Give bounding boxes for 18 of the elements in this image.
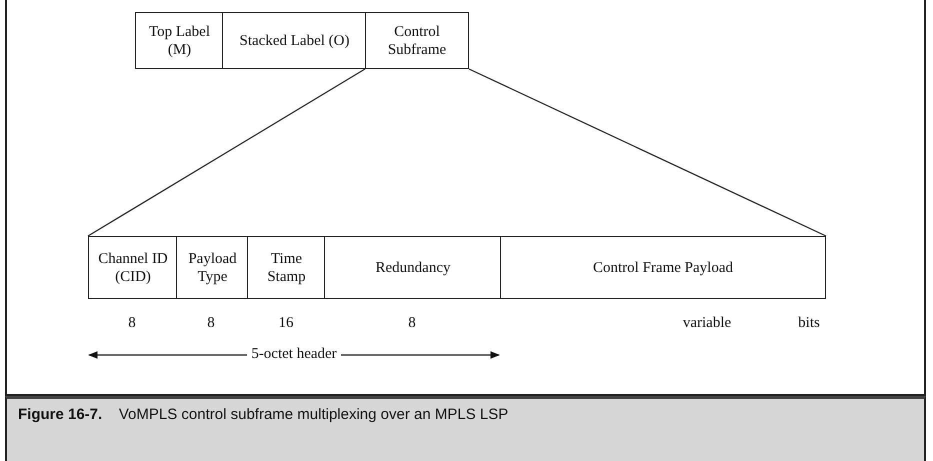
expansion-line <box>88 68 366 237</box>
field-cell: Control Subframe <box>365 12 469 69</box>
field-cell: Stacked Label (O) <box>222 12 367 69</box>
bit-width-label: bits <box>798 315 820 332</box>
bit-width-label: 16 <box>278 315 294 332</box>
bit-width-label: variable <box>682 315 732 332</box>
expansion-line <box>468 68 826 237</box>
bit-width-label: 8 <box>408 315 416 332</box>
field-cell: Top Label (M) <box>135 12 224 69</box>
dimension-label: 5-octet header <box>251 346 337 363</box>
field-cell: Redundancy <box>324 236 502 299</box>
figure-caption: Figure 16-7. VoMPLS control subframe multiplexing over an MPLS LSP <box>18 406 508 423</box>
bit-width-label: 8 <box>128 315 136 332</box>
field-cell: Control Frame Payload <box>500 236 826 299</box>
bit-width-label: 8 <box>207 315 215 332</box>
field-cell: Payload Type <box>176 236 249 299</box>
field-cell: Channel ID (CID) <box>88 236 178 299</box>
field-cell: Time Stamp <box>247 236 326 299</box>
